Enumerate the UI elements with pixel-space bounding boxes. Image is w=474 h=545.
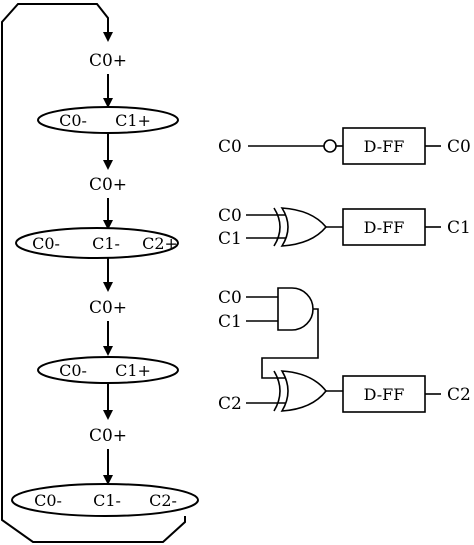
input-label-c1: C1 bbox=[218, 312, 242, 332]
state-diagram: C0+ C0- C1+ C0+ C0- C1- C2+ C0+ C0- C1+ bbox=[1, 3, 199, 543]
stage-c0: C0 D-FF C0 bbox=[218, 127, 471, 165]
state-node: C0- C1- C2- bbox=[11, 483, 199, 517]
transition-label: C0+ bbox=[89, 298, 127, 318]
state-signal: C1- bbox=[93, 491, 121, 510]
d-ff-label: D-FF bbox=[364, 218, 405, 237]
state-signal: C0- bbox=[32, 234, 60, 253]
input-label-c2: C2 bbox=[218, 394, 242, 414]
input-label-c0: C0 bbox=[218, 206, 242, 226]
xor-gate bbox=[273, 370, 328, 412]
d-flip-flop bbox=[342, 208, 426, 246]
state-signal: C0- bbox=[59, 111, 87, 130]
state-node: C0- C1+ bbox=[37, 106, 179, 134]
and-gate bbox=[277, 287, 314, 331]
d-ff-label: D-FF bbox=[364, 385, 405, 404]
state-node: C0- C1+ bbox=[37, 356, 179, 384]
transition-label: C0+ bbox=[89, 175, 127, 195]
state-signal: C2- bbox=[149, 491, 177, 510]
circuit: C0 D-FF C0 C0 C1 D-FF C1 bbox=[218, 127, 471, 414]
wire bbox=[261, 308, 319, 379]
state-signal: C2+ bbox=[142, 234, 178, 253]
feedback-loop bbox=[1, 3, 186, 543]
stage-c1: C0 C1 D-FF C1 bbox=[218, 206, 471, 249]
output-label-c0: C0 bbox=[447, 137, 471, 157]
output-label-c2: C2 bbox=[447, 385, 471, 405]
input-label-c1: C1 bbox=[218, 229, 242, 249]
d-flip-flop bbox=[342, 127, 426, 165]
d-flip-flop bbox=[342, 375, 426, 413]
inverter-bubble bbox=[323, 139, 337, 153]
state-signal: C1+ bbox=[115, 361, 151, 380]
stage-c2: C0 C1 C2 D-FF C2 bbox=[218, 287, 471, 414]
input-label-c0: C0 bbox=[218, 137, 242, 157]
output-label-c1: C1 bbox=[447, 218, 471, 238]
input-label-c0: C0 bbox=[218, 288, 242, 308]
state-node: C0- C1- C2+ bbox=[15, 227, 179, 259]
transition-label: C0+ bbox=[89, 426, 127, 446]
d-ff-label: D-FF bbox=[364, 137, 405, 156]
state-signal: C1+ bbox=[115, 111, 151, 130]
state-signal: C0- bbox=[59, 361, 87, 380]
transition-label: C0+ bbox=[89, 51, 127, 71]
state-signal: C0- bbox=[34, 491, 62, 510]
xor-gate bbox=[273, 207, 328, 247]
state-signal: C1- bbox=[92, 234, 120, 253]
